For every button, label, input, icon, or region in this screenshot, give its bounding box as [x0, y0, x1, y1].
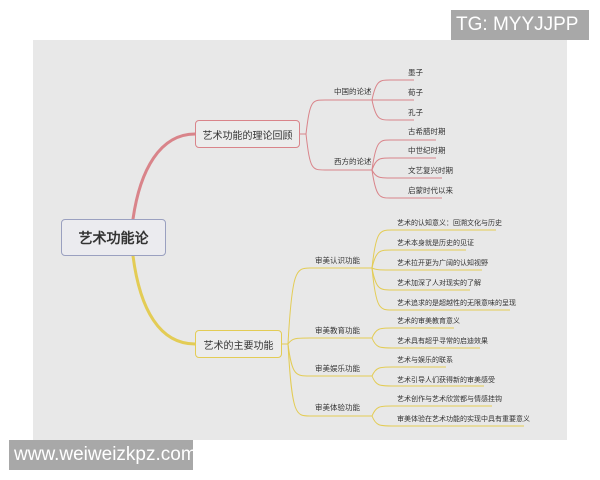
leaf-experience-2[interactable]: 审美体验在艺术功能的实现中具有重要意义: [397, 415, 530, 423]
node-aesthetic-experience[interactable]: 审美体验功能: [315, 403, 360, 412]
branch-main-functions[interactable]: 艺术的主要功能: [195, 330, 282, 358]
leaf-cognition-2[interactable]: 艺术本身就是历史的见证: [397, 239, 474, 247]
watermark-top: TG: MYYJJPP: [451, 10, 589, 40]
root-node[interactable]: 艺术功能论: [61, 219, 166, 256]
node-ancient-greece[interactable]: 古希腊时期: [408, 127, 446, 136]
node-aesthetic-cognition[interactable]: 审美认识功能: [315, 256, 360, 265]
node-chinese-discourse[interactable]: 中国的论述: [334, 87, 372, 96]
leaf-entertainment-1[interactable]: 艺术与娱乐的联系: [397, 356, 453, 364]
leaf-experience-1[interactable]: 艺术创作与艺术欣赏都与情感挂钩: [397, 395, 502, 403]
leaf-education-2[interactable]: 艺术具有超乎寻常的启迪效果: [397, 337, 488, 345]
leaf-cognition-3[interactable]: 艺术拉开更为广阔的认知视野: [397, 259, 488, 267]
node-mozi[interactable]: 墨子: [408, 68, 423, 77]
node-aesthetic-entertainment[interactable]: 审美娱乐功能: [315, 364, 360, 373]
leaf-cognition-5[interactable]: 艺术追求的是超越性的无限意味的呈现: [397, 299, 516, 307]
node-western-discourse[interactable]: 西方的论述: [334, 157, 372, 166]
node-confucius[interactable]: 孔子: [408, 108, 423, 117]
node-xunzi[interactable]: 荀子: [408, 88, 423, 97]
node-aesthetic-education[interactable]: 审美教育功能: [315, 326, 360, 335]
leaf-cognition-1[interactable]: 艺术的认知意义：回溯文化与历史: [397, 219, 502, 227]
node-renaissance[interactable]: 文艺复兴时期: [408, 166, 453, 175]
leaf-cognition-4[interactable]: 艺术加深了人对现实的了解: [397, 279, 481, 287]
leaf-education-1[interactable]: 艺术的审美教育意义: [397, 317, 460, 325]
node-middle-ages[interactable]: 中世纪时期: [408, 146, 446, 155]
node-enlightenment[interactable]: 启蒙时代以来: [408, 186, 453, 195]
leaf-entertainment-2[interactable]: 艺术引导人们获得新的审美感受: [397, 376, 495, 384]
branch-theory-review[interactable]: 艺术功能的理论回顾: [195, 120, 300, 148]
watermark-bottom: www.weiweizkpz.com: [9, 440, 197, 470]
